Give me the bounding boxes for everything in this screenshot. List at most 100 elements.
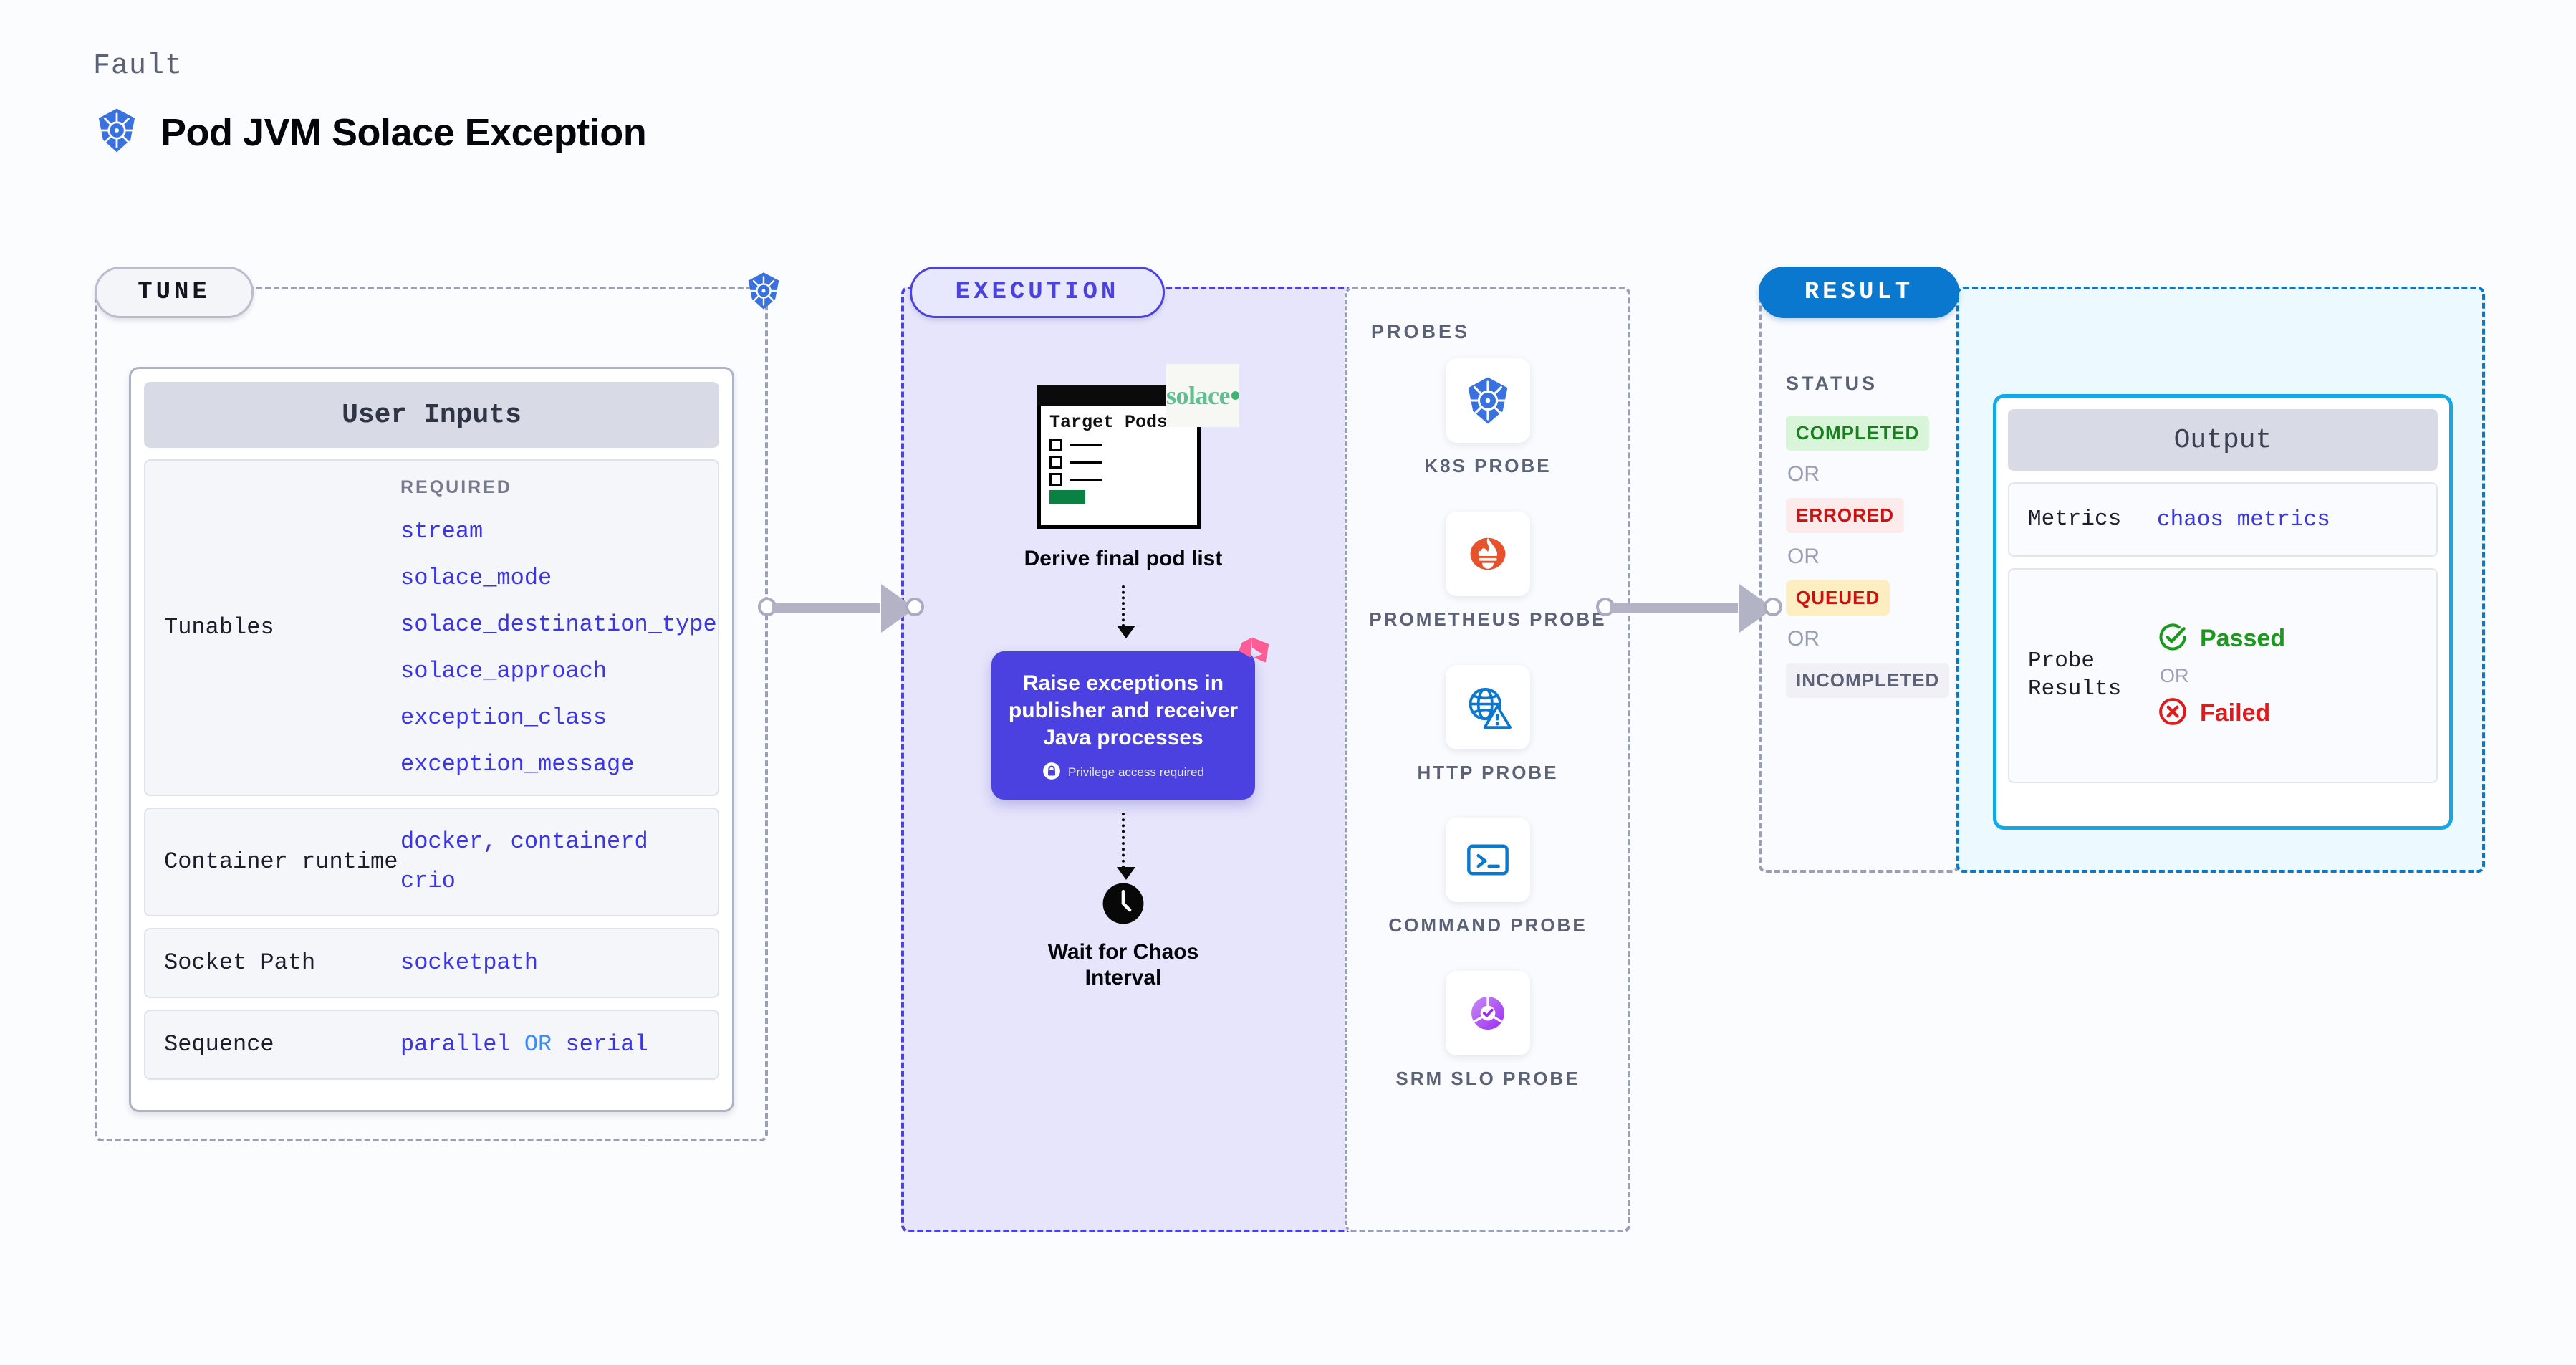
- probe-results-label: Probe Results: [2028, 648, 2122, 701]
- probe-label: COMMAND PROBE: [1388, 914, 1587, 937]
- or-label: OR: [2160, 664, 2189, 686]
- probe-item-prometheus[interactable]: PROMETHEUS PROBE: [1369, 511, 1607, 632]
- probe-result-failed: Failed: [2157, 696, 2285, 731]
- tunable-solace-mode[interactable]: solace_mode: [400, 565, 552, 592]
- tunable-solace-destination-type[interactable]: solace_destination_type: [400, 611, 717, 638]
- terminal-icon: [1446, 818, 1530, 903]
- tunable-solace-approach[interactable]: solace_approach: [400, 658, 607, 684]
- list-item: [1049, 439, 1188, 451]
- solace-logo: solace: [1166, 364, 1239, 427]
- runtime-docker[interactable]: docker: [400, 828, 484, 856]
- or-label: OR: [1787, 545, 1820, 568]
- page-title: Pod JVM Solace Exception: [160, 110, 647, 154]
- step-caption-wait: Wait for Chaos Interval: [1047, 939, 1199, 990]
- socket-path-value[interactable]: socketpath: [400, 949, 539, 976]
- table-row: Socket Path socketpath: [144, 928, 719, 998]
- title-row: Pod JVM Solace Exception: [93, 107, 647, 158]
- required-label: REQUIRED: [400, 477, 512, 498]
- litmus-chaos-icon: [1232, 634, 1272, 678]
- probe-label: PROMETHEUS PROBE: [1369, 608, 1607, 630]
- status-badge-errored: ERRORED: [1786, 498, 1905, 533]
- step-caption-derive: Derive final pod list: [1024, 547, 1223, 570]
- progress-bar: [1049, 490, 1085, 504]
- probe-item-command[interactable]: COMMAND PROBE: [1388, 818, 1587, 938]
- x-circle-icon: [2157, 696, 2188, 731]
- clock-icon: [1101, 881, 1145, 929]
- tunable-stream[interactable]: stream: [400, 518, 484, 545]
- privilege-note: Privilege access required: [1007, 762, 1239, 784]
- container-runtime-label: Container runtime: [164, 848, 398, 875]
- lock-icon: [1042, 762, 1061, 784]
- probes-title: PROBES: [1371, 321, 1471, 343]
- table-row: Container runtime docker, containerd cri…: [144, 808, 719, 916]
- stage-pill-result[interactable]: RESULT: [1759, 267, 1959, 318]
- tune-region: [95, 287, 768, 1141]
- connector-execution-to-result: [1596, 573, 1782, 642]
- solace-dot-icon: [1231, 391, 1239, 400]
- probe-item-http[interactable]: HTTP PROBE: [1417, 664, 1559, 785]
- metrics-value[interactable]: chaos metrics: [2157, 507, 2330, 532]
- srm-slo-icon: [1445, 971, 1530, 1056]
- sequence-parallel[interactable]: parallel: [400, 1030, 511, 1058]
- probe-label: K8S PROBE: [1424, 455, 1552, 476]
- check-circle-icon: [2157, 621, 2188, 656]
- checkbox-icon: [1049, 456, 1062, 469]
- target-pods-illustration: Target Pods solace: [1037, 364, 1239, 530]
- tunables-label: Tunables: [164, 613, 274, 641]
- list-item: [1049, 456, 1188, 469]
- list-item: [1049, 473, 1188, 486]
- user-inputs-title: User Inputs: [144, 382, 719, 448]
- execution-flow: Target Pods solace Derive final pod list…: [901, 330, 1345, 992]
- tunable-exception-class[interactable]: exception_class: [400, 704, 607, 731]
- sequence-serial[interactable]: serial: [565, 1030, 648, 1058]
- fault-kicker: Fault: [93, 50, 183, 82]
- or-label: OR: [1787, 627, 1820, 651]
- status-badge-queued: QUEUED: [1786, 580, 1890, 616]
- table-row: Sequence parallel OR serial: [144, 1010, 719, 1080]
- probe-label: HTTP PROBE: [1417, 761, 1559, 783]
- privilege-text: Privilege access required: [1068, 765, 1204, 780]
- table-row: Probe Results Passed OR: [2008, 568, 2438, 783]
- kubernetes-icon: [93, 107, 140, 158]
- status-list: COMPLETED OR ERRORED OR QUEUED OR INCOMP…: [1786, 416, 1951, 698]
- action-card-text: Raise exceptions in publisher and receiv…: [1008, 671, 1239, 749]
- status-title: STATUS: [1786, 373, 1878, 394]
- table-row: Metrics chaos metrics: [2008, 482, 2438, 557]
- tunable-exception-message[interactable]: exception_message: [400, 750, 635, 777]
- stage-pill-execution[interactable]: EXECUTION: [910, 267, 1165, 318]
- probe-label: SRM SLO PROBE: [1395, 1068, 1580, 1090]
- sequence-joiner: OR: [524, 1030, 552, 1058]
- output-title: Output: [2008, 409, 2438, 471]
- action-card-raise-exceptions[interactable]: Raise exceptions in publisher and receiv…: [991, 637, 1269, 800]
- stage-pill-tune[interactable]: TUNE: [95, 267, 254, 318]
- output-card: Output Metrics chaos metrics Probe Resul…: [1993, 394, 2453, 830]
- user-inputs-card: User Inputs Tunables REQUIRED stream sol…: [129, 367, 734, 1112]
- probes-region: [1345, 287, 1630, 1232]
- checkbox-icon: [1049, 473, 1062, 486]
- probe-item-k8s[interactable]: K8S PROBE: [1424, 358, 1551, 479]
- or-label: OR: [1787, 462, 1820, 486]
- socket-path-label: Socket Path: [164, 949, 316, 976]
- metrics-label: Metrics: [2028, 506, 2122, 532]
- table-row: Tunables REQUIRED stream solace_mode sol…: [144, 459, 719, 796]
- sequence-label: Sequence: [164, 1030, 274, 1058]
- kubernetes-icon: [744, 271, 784, 315]
- globe-warning-icon: [1445, 664, 1530, 749]
- prometheus-icon: [1446, 511, 1530, 596]
- target-pods-title: Target Pods: [1049, 412, 1168, 433]
- passed-label: Passed: [2200, 624, 2286, 652]
- probes-list: K8S PROBE PROMETHEUS PROBE: [1345, 358, 1630, 1124]
- probe-item-srm-slo[interactable]: SRM SLO PROBE: [1395, 971, 1580, 1091]
- checkbox-icon: [1049, 439, 1062, 451]
- solace-wordmark: solace: [1166, 381, 1230, 410]
- connector-tune-to-execution: [758, 573, 924, 642]
- status-badge-incompleted: INCOMPLETED: [1786, 663, 1950, 698]
- runtime-containerd[interactable]: containerd: [510, 828, 648, 856]
- flow-arrow-down: [1117, 812, 1135, 880]
- runtime-crio[interactable]: crio: [400, 868, 456, 894]
- status-badge-completed: COMPLETED: [1786, 416, 1930, 451]
- failed-label: Failed: [2200, 699, 2271, 727]
- page-header: Fault Pod JVM Solace Exception: [93, 50, 647, 158]
- value-separator: ,: [483, 828, 497, 856]
- flow-arrow-down: [1117, 585, 1135, 638]
